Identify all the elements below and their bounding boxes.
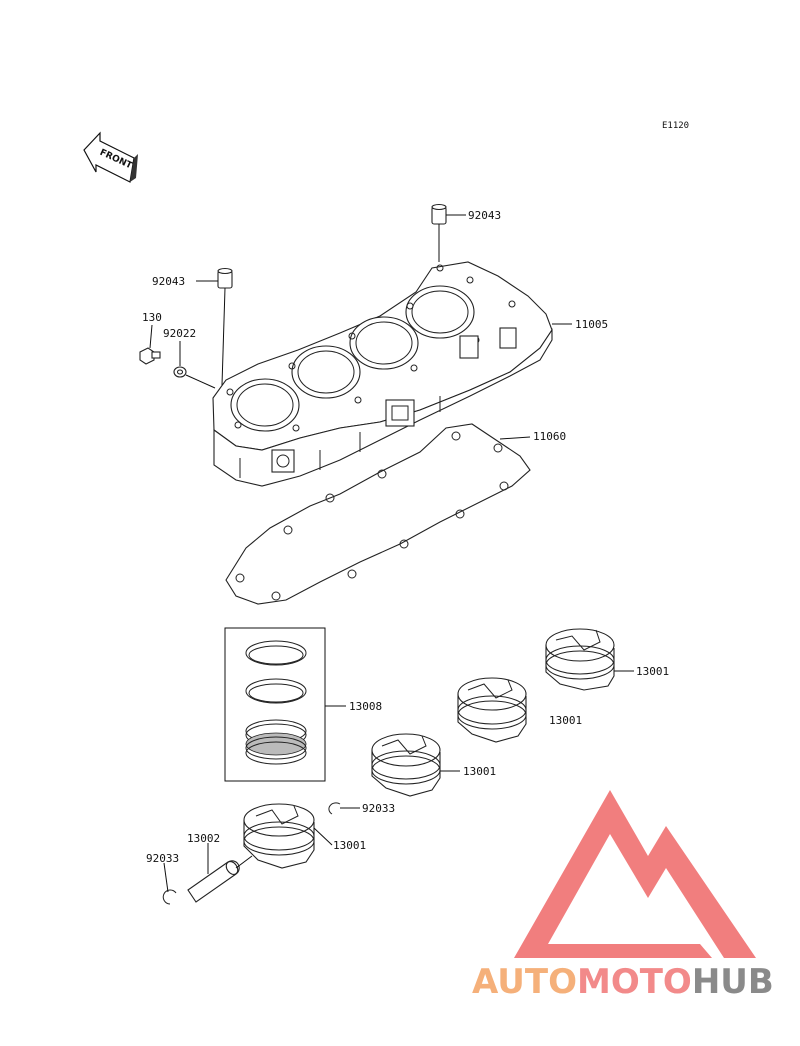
callout-pin: 13002 — [187, 832, 220, 845]
callout-ring-set: 13008 — [349, 700, 382, 713]
dowel-pin-left — [196, 267, 233, 386]
base-gasket — [225, 423, 531, 605]
piston-ring-set — [224, 627, 346, 782]
circlip-left — [162, 862, 177, 905]
piston-pin — [187, 843, 253, 903]
callout-piston-d: 13001 — [636, 665, 669, 678]
callout-dowel-left: 92043 — [152, 275, 185, 288]
piston-a — [243, 803, 333, 869]
watermark-text: AUTOMOTOHUB — [472, 962, 774, 1002]
circlip-right — [328, 802, 360, 815]
callout-piston-a: 13001 — [333, 839, 366, 852]
callout-clip-right: 92033 — [362, 802, 395, 815]
callout-washer: 92022 — [163, 327, 196, 340]
bolt — [139, 324, 161, 365]
watermark-moto: MOTO — [577, 962, 692, 1002]
cylinder-block — [212, 261, 572, 487]
diagram-code: E1120 — [662, 121, 689, 131]
callout-bolt: 130 — [142, 311, 162, 324]
callout-cylinder: 11005 — [575, 318, 608, 331]
watermark-hub: HUB — [692, 962, 774, 1002]
washer — [173, 341, 216, 389]
watermark-auto: AUTO — [472, 962, 577, 1002]
front-arrow-icon: FRONT — [83, 131, 138, 183]
callout-gasket: 11060 — [533, 430, 566, 443]
callout-clip-left: 92033 — [146, 852, 179, 865]
callout-dowel-top: 92043 — [468, 209, 501, 222]
piston-d — [545, 628, 634, 691]
piston-b — [371, 733, 460, 797]
callout-piston-b: 13001 — [463, 765, 496, 778]
piston-c — [457, 677, 527, 743]
watermark-logo — [514, 790, 756, 958]
callout-piston-c: 13001 — [549, 714, 582, 727]
dowel-pin-top — [431, 203, 466, 262]
